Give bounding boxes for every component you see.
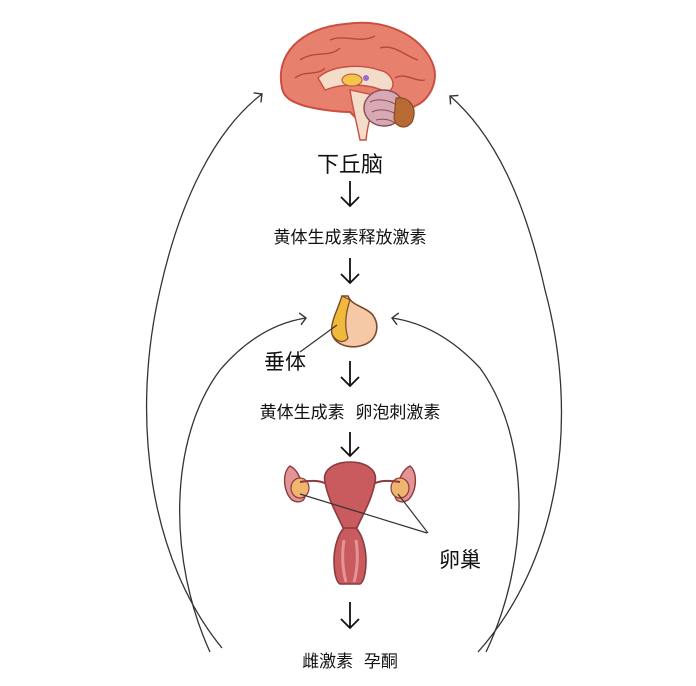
arrow-down-icon [340,602,360,630]
arrow-down-icon [340,361,360,388]
lh-fsh-label: 黄体生成素 卵泡刺激素 [259,403,441,423]
feedback-arrow-icon [391,312,520,653]
uterus-ovaries-icon [283,461,429,585]
estrogen-progesterone-label: 雌激素 孕酮 [302,652,398,672]
brain-icon [279,21,436,141]
arrow-down-icon [340,432,360,458]
feedback-arrow-icon [145,92,263,649]
gnrh-label: 黄体生成素释放激素 [273,228,427,248]
ovary-label: 卵巢 [439,548,481,572]
feedback-arrow-icon [449,94,563,653]
arrow-down-icon [340,181,360,208]
pituitary-icon [299,295,378,353]
pituitary-label: 垂体 [264,350,306,374]
hypothalamus-label: 下丘脑 [316,153,383,178]
arrow-down-icon [340,258,360,285]
feedback-arrow-icon [179,312,307,653]
